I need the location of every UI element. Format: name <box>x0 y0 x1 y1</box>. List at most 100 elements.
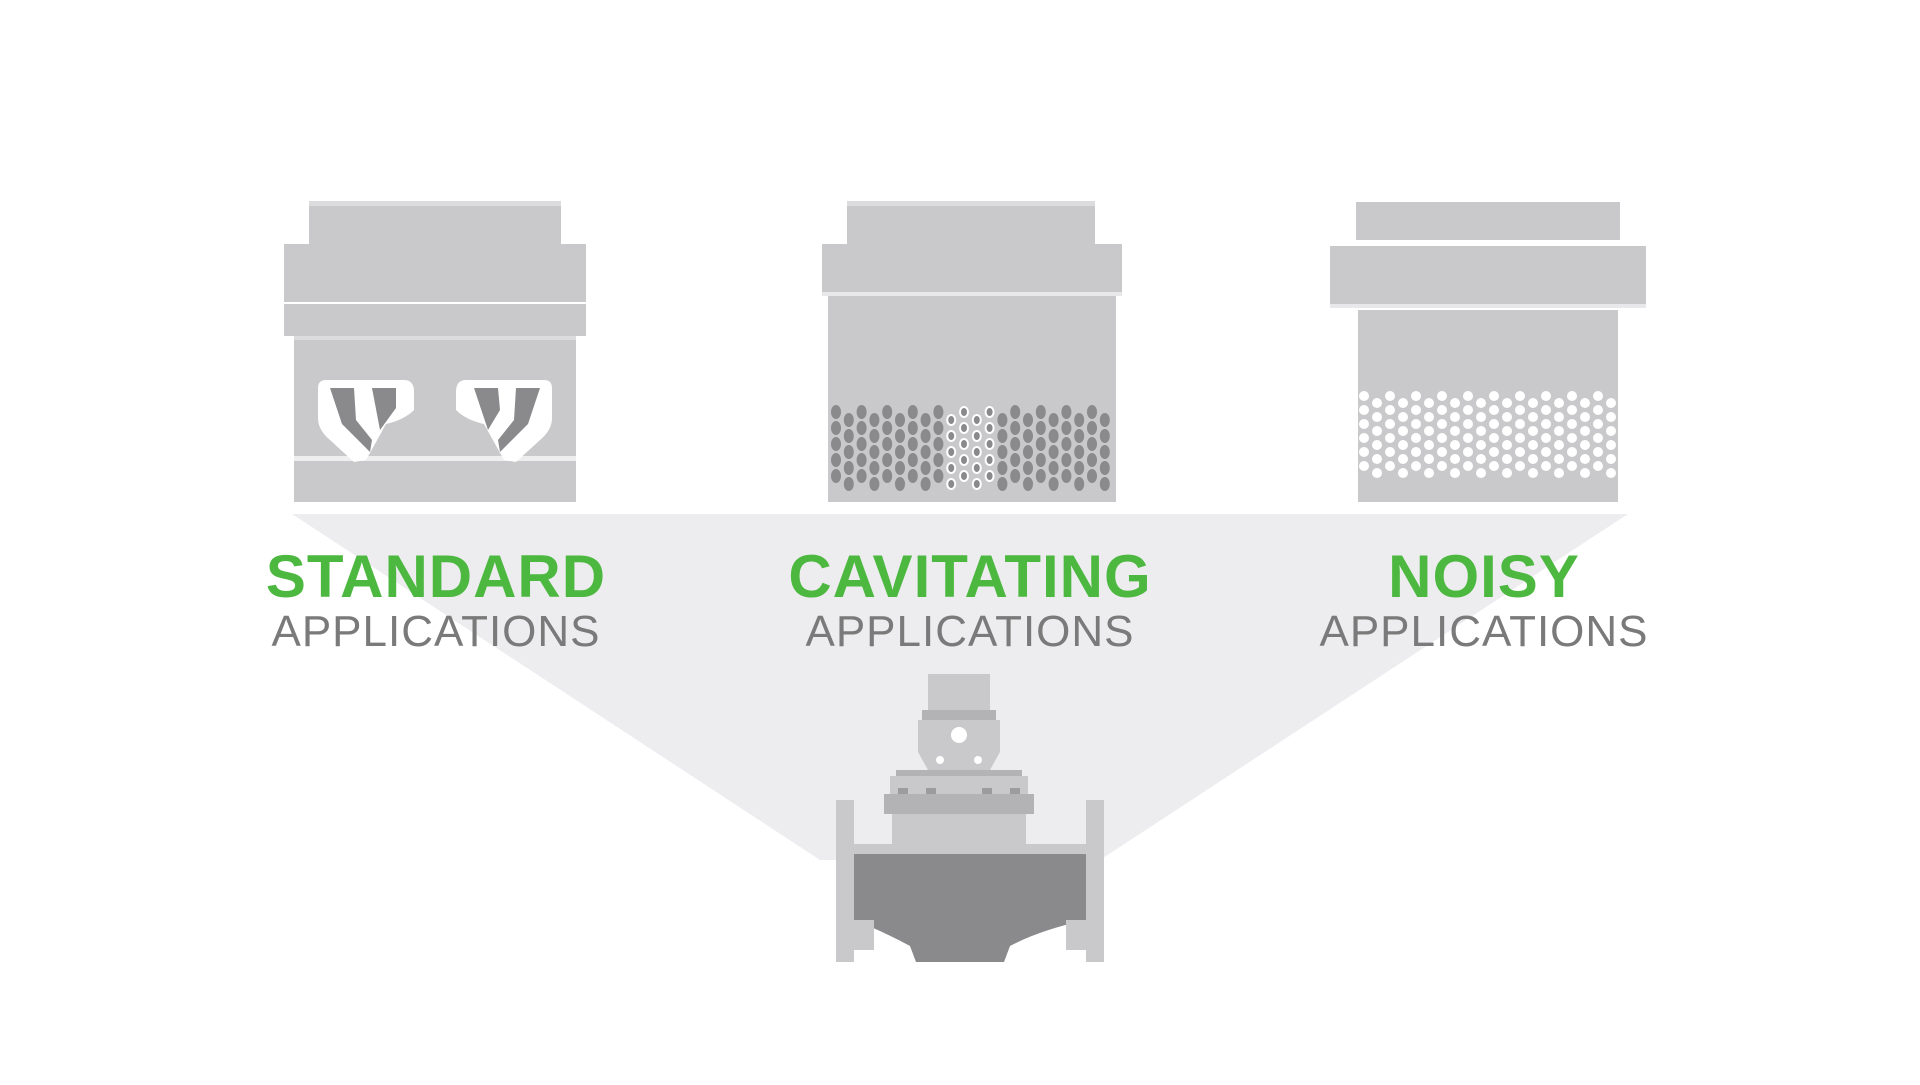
cavitating-hole <box>1048 413 1059 427</box>
label-cavitating: CAVITATING APPLICATIONS <box>710 546 1230 656</box>
noisy-hole <box>1476 426 1486 436</box>
cavitating-hole <box>997 445 1008 459</box>
cavitating-hole <box>1048 429 1059 443</box>
cavitating-hole <box>973 480 980 488</box>
cavitating-hole <box>907 453 918 467</box>
noisy-hole <box>1593 433 1603 443</box>
noisy-hole <box>1424 412 1434 422</box>
cavitating-hole <box>831 437 841 451</box>
noisy-hole <box>1580 454 1590 464</box>
title-noisy: NOISY <box>1388 543 1580 610</box>
cavitating-hole <box>933 421 944 435</box>
noisy-hole <box>1450 440 1460 450</box>
noisy-hole <box>1489 419 1499 429</box>
noisy-hole <box>1606 426 1616 436</box>
noisy-hole <box>1580 468 1590 478</box>
noisy-hole <box>1580 440 1590 450</box>
noisy-hole <box>1398 440 1408 450</box>
cavitating-hole <box>907 421 918 435</box>
cavitating-hole <box>831 453 841 467</box>
noisy-hole-pattern <box>1359 391 1616 478</box>
noisy-hole <box>1567 419 1577 429</box>
cavitating-hole <box>1099 477 1110 491</box>
noisy-hole <box>1541 419 1551 429</box>
cavitating-hole <box>933 453 944 467</box>
cavitating-hole <box>1010 405 1021 419</box>
cavitating-hole <box>856 437 867 451</box>
noisy-hole <box>1372 398 1382 408</box>
noisy-hole <box>1476 398 1486 408</box>
cavitating-hole <box>948 432 955 440</box>
cavitating-hole <box>869 413 880 427</box>
cavitating-hole <box>1061 405 1072 419</box>
noisy-hole <box>1541 447 1551 457</box>
cavitating-hole <box>961 440 967 448</box>
noisy-hole <box>1424 440 1434 450</box>
cavitating-hole <box>1061 469 1072 483</box>
cavitating-hole <box>1048 477 1059 491</box>
cavitating-hole <box>1023 477 1033 491</box>
cavitating-hole <box>1023 461 1033 475</box>
cavitating-hole <box>1023 429 1033 443</box>
noisy-hole <box>1450 398 1460 408</box>
noisy-hole <box>1580 412 1590 422</box>
noisy-hole <box>1554 454 1564 464</box>
noisy-hole <box>1593 461 1603 471</box>
cavitating-hole <box>882 437 893 451</box>
noisy-hole <box>1489 391 1499 401</box>
cavitating-hole <box>961 408 967 416</box>
noisy-hole <box>1411 405 1421 415</box>
cavitating-hole <box>933 469 944 483</box>
noisy-hole <box>1424 398 1434 408</box>
cavitating-hole <box>973 416 980 424</box>
cavitating-hole <box>1035 437 1046 451</box>
cavitating-hole <box>1074 445 1085 459</box>
noisy-hole <box>1580 398 1590 408</box>
cavitating-hole <box>986 472 993 480</box>
noisy-hole <box>1385 461 1395 471</box>
cavitating-hole <box>856 421 867 435</box>
cavitating-hole <box>920 477 931 491</box>
noisy-hole <box>1593 419 1603 429</box>
noisy-hole <box>1437 391 1447 401</box>
cavitating-hole <box>1061 421 1072 435</box>
noisy-hole <box>1437 447 1447 457</box>
noisy-hole <box>1528 398 1538 408</box>
noisy-hole <box>1372 412 1382 422</box>
cavitating-hole <box>1099 445 1110 459</box>
noisy-hole <box>1372 426 1382 436</box>
noisy-hole <box>1372 454 1382 464</box>
noisy-hole <box>1450 454 1460 464</box>
cavitating-hole <box>856 469 867 483</box>
cavitating-hole <box>1074 461 1085 475</box>
cavitating-hole <box>895 461 905 475</box>
cavitating-trim-cage <box>822 201 1122 502</box>
cavitating-hole <box>895 413 905 427</box>
noisy-hole <box>1567 405 1577 415</box>
cavitating-hole <box>920 445 931 459</box>
noisy-hole <box>1450 468 1460 478</box>
noisy-hole <box>1489 461 1499 471</box>
noisy-hole <box>1424 468 1434 478</box>
cavitating-hole <box>1048 445 1059 459</box>
cavitating-hole <box>997 429 1008 443</box>
noisy-hole <box>1463 461 1473 471</box>
noisy-hole <box>1450 412 1460 422</box>
cavitating-hole <box>1087 405 1097 419</box>
cavitating-hole <box>1061 453 1072 467</box>
cavitating-hole <box>948 416 955 424</box>
noisy-hole <box>1359 433 1369 443</box>
noisy-hole <box>1398 398 1408 408</box>
noisy-hole <box>1515 405 1525 415</box>
label-standard: STANDARD APPLICATIONS <box>176 546 696 656</box>
noisy-hole <box>1398 426 1408 436</box>
noisy-hole <box>1502 440 1512 450</box>
cavitating-hole <box>1099 413 1110 427</box>
noisy-hole <box>1437 419 1447 429</box>
cavitating-hole <box>961 456 967 464</box>
cavitating-hole <box>986 424 993 432</box>
cavitating-hole <box>869 461 880 475</box>
cavitating-hole <box>1074 477 1085 491</box>
cavitating-hole <box>856 405 867 419</box>
cavitating-hole <box>1010 437 1021 451</box>
